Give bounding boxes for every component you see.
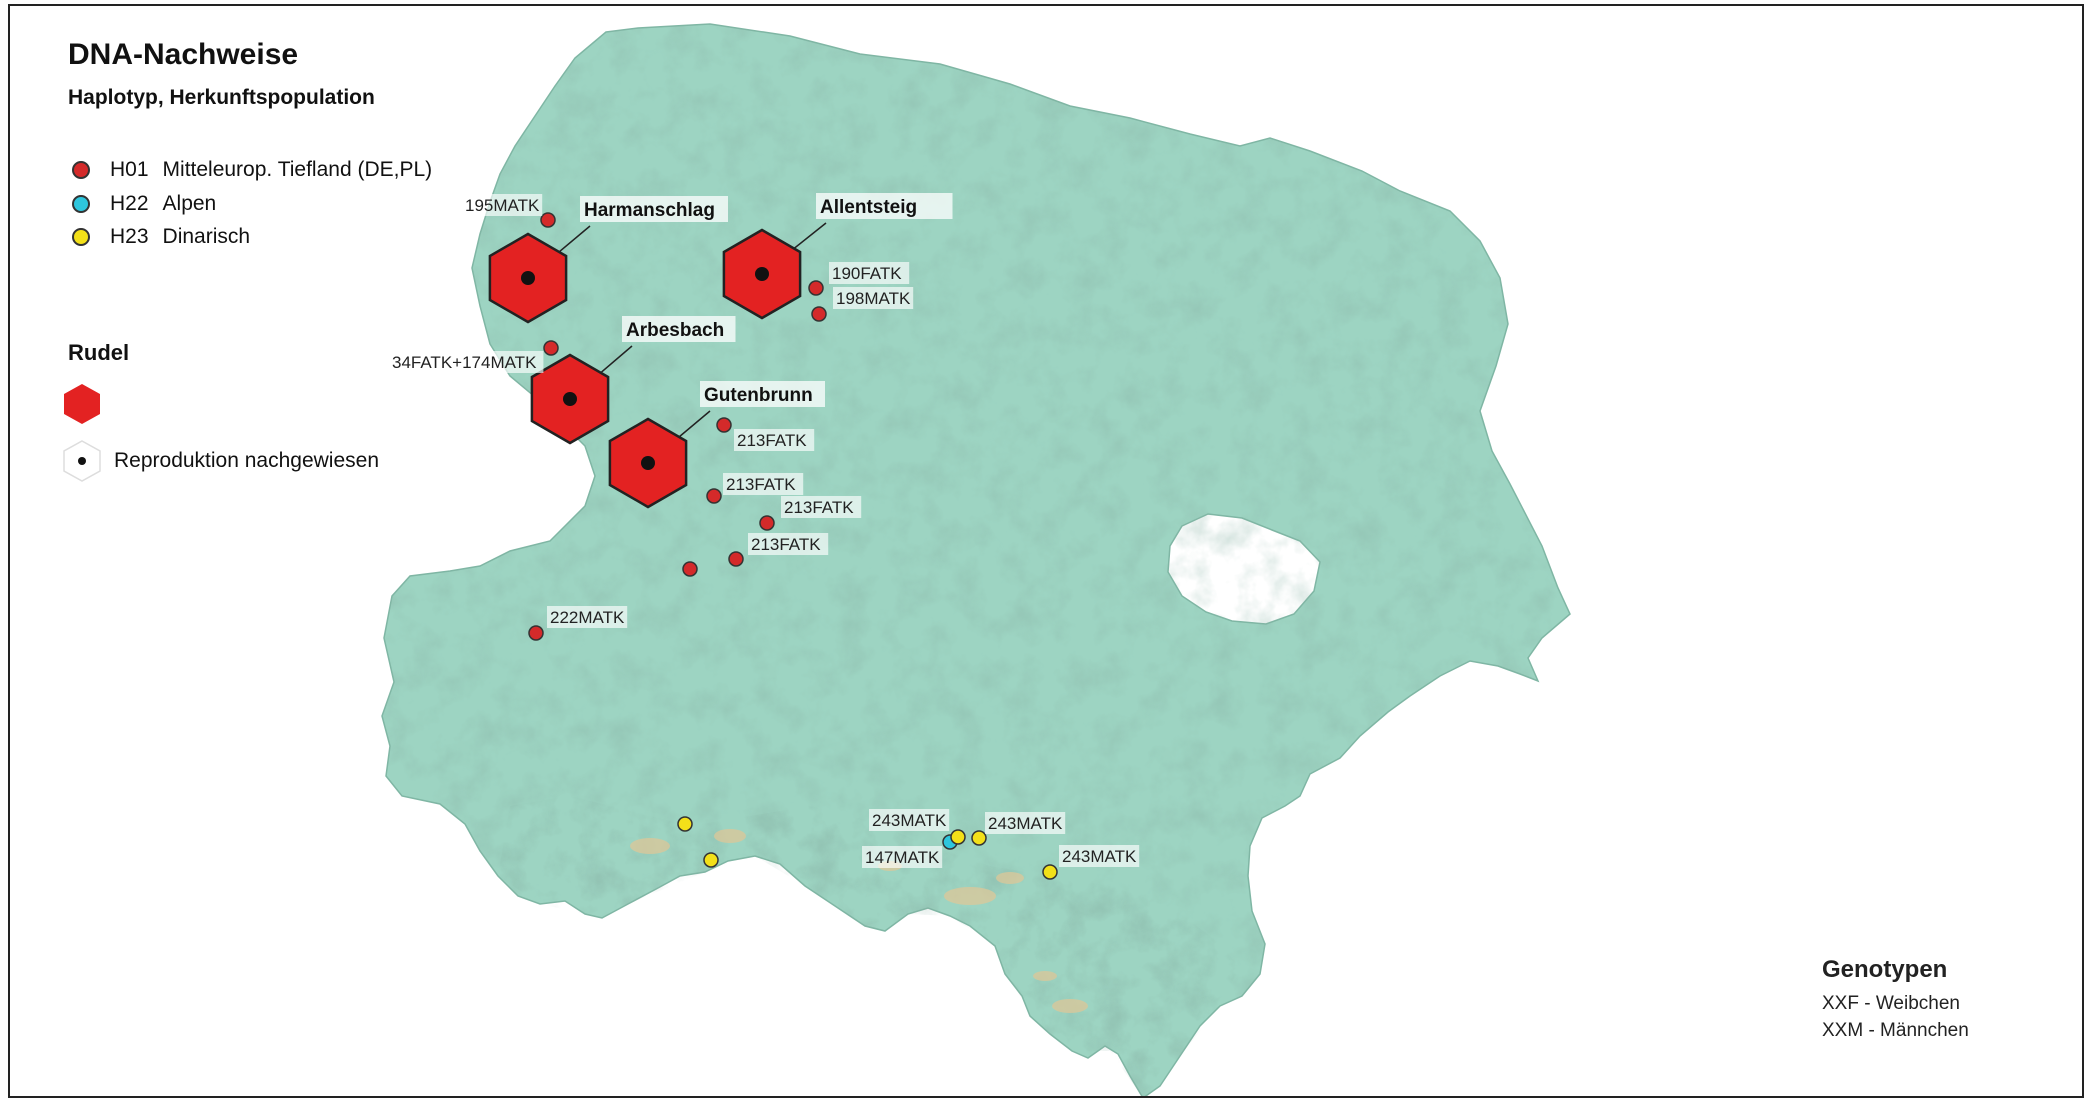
pack-label-bg bbox=[700, 381, 825, 407]
legend-item-h22: H22 Alpen bbox=[72, 192, 216, 216]
legend-label: Mitteleurop. Tiefland (DE,PL) bbox=[162, 158, 433, 181]
detection-layer bbox=[528, 212, 1058, 880]
detection-point[interactable] bbox=[716, 417, 732, 433]
detection-label: 147MATK bbox=[865, 848, 940, 867]
detection-label-bg bbox=[781, 496, 862, 518]
detection-point[interactable] bbox=[808, 280, 824, 296]
yellow-dot-icon bbox=[72, 228, 90, 246]
detection-label-bg bbox=[547, 606, 628, 628]
legend-code: H01 bbox=[110, 158, 149, 181]
pack-marker-gutenbrunn[interactable] bbox=[608, 410, 711, 509]
detection-point[interactable] bbox=[706, 488, 722, 504]
legend-label: Alpen bbox=[162, 192, 217, 215]
red-dot-icon bbox=[72, 161, 90, 179]
detection-point[interactable] bbox=[677, 816, 693, 832]
legend-code: H22 bbox=[110, 192, 149, 215]
detection-label: 243MATK bbox=[872, 811, 947, 830]
genotype-line-male: XXM - Männchen bbox=[1822, 1020, 1969, 1041]
cyan-dot-icon bbox=[72, 195, 90, 213]
genotype-line-female: XXF - Weibchen bbox=[1822, 993, 1960, 1014]
legend-code: H23 bbox=[110, 225, 149, 248]
detection-label: 243MATK bbox=[1062, 847, 1137, 866]
detection-point[interactable] bbox=[971, 830, 987, 846]
map-title: DNA-Nachweise bbox=[68, 38, 299, 71]
detection-label-bg bbox=[862, 846, 943, 868]
detection-label: 34FATK+174MATK bbox=[392, 353, 537, 372]
alpine-zone bbox=[498, 796, 1240, 1096]
detection-label: 213FATK bbox=[751, 535, 821, 554]
detection-label-bg bbox=[829, 262, 910, 284]
detection-label-bg bbox=[723, 473, 804, 495]
detection-point[interactable] bbox=[682, 561, 698, 577]
detection-label-bg bbox=[869, 809, 950, 831]
detection-point[interactable] bbox=[728, 551, 744, 567]
relief-texture bbox=[382, 24, 1570, 1096]
reproduction-legend-label: Reproduktion nachgewiesen bbox=[114, 449, 380, 472]
detection-point[interactable] bbox=[540, 212, 556, 228]
detection-label-bg bbox=[985, 812, 1066, 834]
pack-marker-harmanschlag[interactable] bbox=[488, 225, 591, 324]
rudel-hexagon-symbol bbox=[64, 384, 100, 424]
detection-label-bg bbox=[734, 429, 815, 451]
map-canvas[interactable]: Harmanschlag AllentsteigArbesbachGutenbru… bbox=[10, 6, 2084, 1098]
detection-label: 213FATK bbox=[737, 431, 807, 450]
pack-marker-arbesbach[interactable] bbox=[530, 345, 633, 445]
detection-label: 198MATK bbox=[836, 289, 911, 308]
legend-item-h01: H01 Mitteleurop. Tiefland (DE,PL) bbox=[72, 158, 432, 182]
detection-label: 195MATK bbox=[465, 196, 540, 215]
detection-label-bg bbox=[462, 194, 543, 216]
legend-label: Dinarisch bbox=[162, 225, 251, 248]
detection-label: 190FATK bbox=[832, 264, 902, 283]
pack-layer bbox=[488, 222, 827, 509]
pack-marker-allentsteig[interactable] bbox=[722, 222, 827, 320]
legend-item-h23: H23 Dinarisch bbox=[72, 225, 250, 249]
pack-label: Arbesbach bbox=[626, 320, 724, 341]
pack-label: Harmanschlag bbox=[584, 200, 715, 221]
genotype-legend: Genotypen XXF - Weibchen XXM - Männchen bbox=[1822, 956, 1969, 1044]
reproduction-dot-symbol bbox=[78, 457, 86, 465]
detection-point[interactable] bbox=[811, 306, 827, 322]
detection-label: 222MATK bbox=[550, 608, 625, 627]
detection-label: 213FATK bbox=[726, 475, 796, 494]
mountain-peaks bbox=[630, 829, 1088, 1013]
detection-point[interactable] bbox=[1042, 864, 1058, 880]
detection-point[interactable] bbox=[543, 340, 559, 356]
pack-label-bg bbox=[580, 196, 728, 222]
detection-label: 213FATK bbox=[784, 498, 854, 517]
detection-label-bg bbox=[389, 351, 544, 373]
detection-label-bg bbox=[833, 287, 914, 309]
pack-label: Gutenbrunn bbox=[704, 385, 813, 406]
detection-point[interactable] bbox=[528, 625, 544, 641]
rudel-legend-title: Rudel bbox=[68, 340, 130, 365]
pack-label-bg bbox=[816, 193, 953, 219]
detection-point[interactable] bbox=[759, 515, 775, 531]
detection-label: 243MATK bbox=[988, 814, 1063, 833]
map-subtitle: Haplotyp, Herkunftspopulation bbox=[68, 86, 375, 109]
label-layer: Harmanschlag AllentsteigArbesbachGutenbru… bbox=[389, 193, 1140, 868]
pack-label-bg bbox=[622, 316, 736, 342]
detection-label-bg bbox=[1059, 845, 1140, 867]
genotype-title: Genotypen bbox=[1822, 956, 1948, 983]
detection-point[interactable] bbox=[703, 852, 719, 868]
detection-point[interactable] bbox=[950, 829, 966, 845]
detection-label-bg bbox=[748, 533, 829, 555]
pack-label: Allentsteig bbox=[820, 197, 917, 218]
